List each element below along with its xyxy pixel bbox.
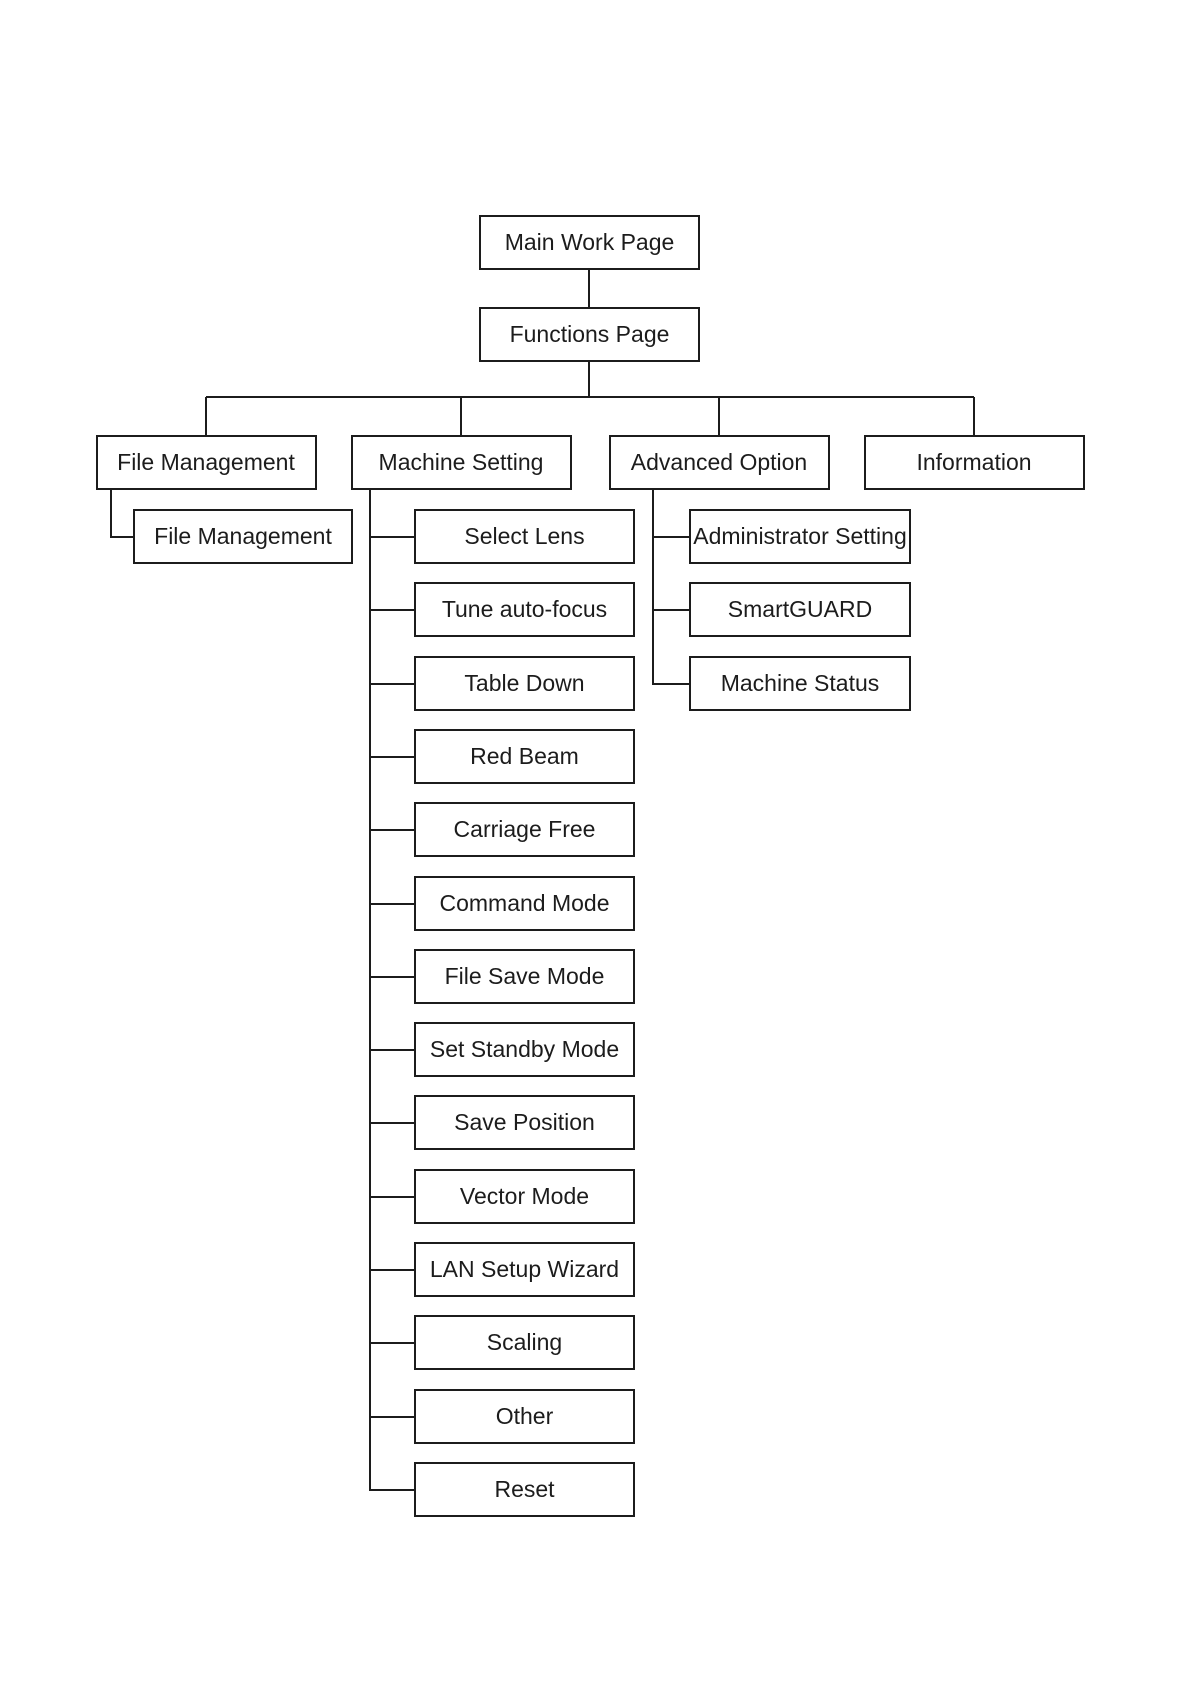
connector-line — [369, 1121, 414, 1124]
connector-line — [369, 1048, 414, 1051]
node-advanced-option: Advanced Option — [608, 435, 830, 490]
node-tune-auto-focus: Tune auto-focus — [414, 582, 635, 637]
node-reset: Reset — [414, 1462, 635, 1517]
node-other: Other — [414, 1389, 635, 1444]
connector-line — [369, 1415, 414, 1418]
connector-line — [369, 608, 414, 611]
node-scaling: Scaling — [414, 1315, 635, 1370]
node-machine-setting: Machine Setting — [350, 435, 572, 490]
connector-line — [369, 902, 414, 905]
connector-line — [973, 397, 975, 435]
node-functions-page: Functions Page — [479, 307, 700, 362]
connector-line — [369, 755, 414, 758]
node-file-save-mode: File Save Mode — [414, 949, 635, 1004]
node-information: Information — [863, 435, 1085, 490]
node-vector-mode: Vector Mode — [414, 1169, 635, 1224]
node-file-management: File Management — [95, 435, 317, 490]
connector-line — [369, 1341, 414, 1344]
connector-line — [110, 535, 133, 538]
node-command-mode: Command Mode — [414, 876, 635, 931]
connector-line — [205, 397, 207, 435]
connector-line — [110, 490, 112, 538]
connector-line — [369, 828, 414, 831]
node-machine-status: Machine Status — [689, 656, 911, 711]
node-red-beam: Red Beam — [414, 729, 635, 784]
connector-line — [369, 975, 414, 978]
connector-line — [369, 1195, 414, 1198]
connector-line — [369, 682, 414, 685]
node-select-lens: Select Lens — [414, 509, 635, 564]
node-save-position: Save Position — [414, 1095, 635, 1150]
node-table-down: Table Down — [414, 656, 635, 711]
node-lan-setup-wizard: LAN Setup Wizard — [414, 1242, 635, 1297]
connector-line — [588, 270, 590, 307]
node-smartguard: SmartGUARD — [689, 582, 911, 637]
node-main-work-page: Main Work Page — [479, 215, 700, 270]
node-set-standby-mode: Set Standby Mode — [414, 1022, 635, 1077]
node-file-management: File Management — [133, 509, 353, 564]
connector-line — [718, 397, 720, 435]
connector-line — [206, 396, 974, 398]
connector-line — [369, 490, 371, 1491]
connector-line — [369, 1488, 414, 1491]
connector-line — [369, 535, 414, 538]
connector-line — [369, 1268, 414, 1271]
node-carriage-free: Carriage Free — [414, 802, 635, 857]
connector-line — [588, 362, 590, 397]
connector-line — [652, 535, 689, 538]
connector-line — [652, 608, 689, 611]
connector-line — [652, 490, 654, 685]
connector-line — [652, 682, 689, 685]
node-administrator-setting: Administrator Setting — [689, 509, 911, 564]
connector-line — [460, 397, 462, 435]
